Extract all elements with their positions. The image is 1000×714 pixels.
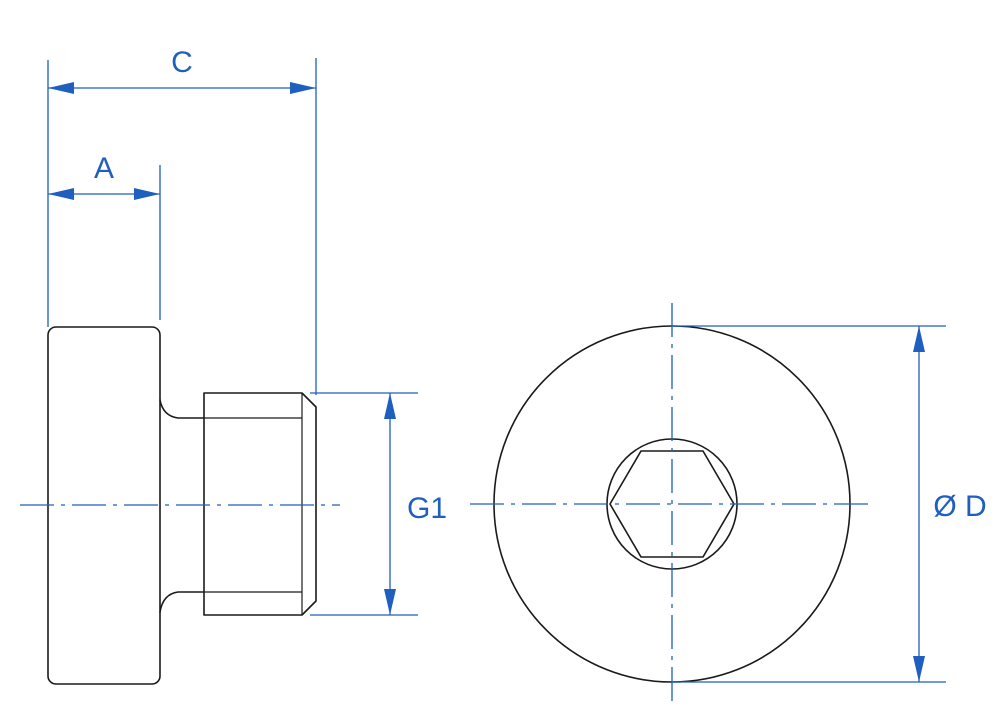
arrow-c-left: [48, 82, 74, 94]
plug-neck: [159, 399, 205, 613]
label-g1: G1: [407, 492, 447, 525]
arrow-d-top: [913, 326, 925, 352]
arrow-g1-bottom: [384, 589, 396, 615]
arrow-a-right: [134, 188, 160, 200]
arrow-g1-top: [384, 393, 396, 419]
arrow-a-left: [48, 188, 74, 200]
label-c: C: [171, 46, 193, 79]
label-d: Ø D: [933, 490, 986, 523]
arrow-d-bottom: [913, 656, 925, 682]
arrow-c-right: [290, 82, 316, 94]
threaded-shank: [203, 392, 317, 616]
front-view: Ø D: [470, 303, 987, 705]
label-a: A: [94, 152, 114, 185]
side-view: C A G1: [20, 46, 447, 685]
hex-socket: [609, 450, 735, 558]
